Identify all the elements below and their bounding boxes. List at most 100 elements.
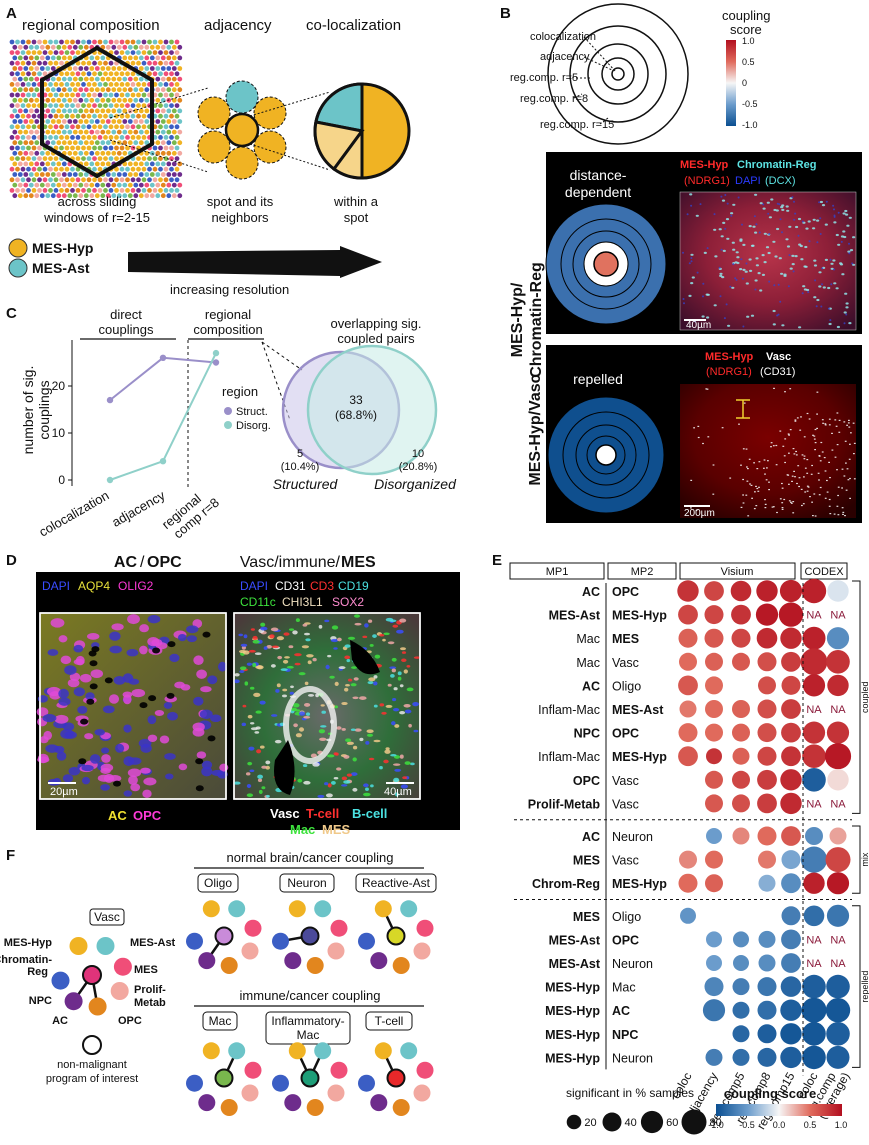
- vessel-fragment: [763, 459, 766, 461]
- dot: [678, 628, 698, 648]
- spot: [122, 150, 128, 156]
- spot: [53, 60, 59, 66]
- nucleus: [819, 233, 822, 235]
- program-node: [288, 1042, 306, 1060]
- cell: [293, 723, 298, 728]
- cell: [270, 627, 279, 632]
- spot: [105, 161, 111, 167]
- dot: [731, 628, 751, 648]
- cell: [385, 617, 394, 622]
- spot: [122, 182, 128, 188]
- nucleus: [720, 195, 723, 198]
- cell: [341, 776, 348, 781]
- spot: [114, 166, 119, 172]
- spot: [31, 71, 37, 77]
- cell: [260, 622, 266, 627]
- vessel-fragment: [789, 388, 792, 390]
- spot: [17, 97, 23, 103]
- vessel-fragment: [771, 506, 774, 508]
- nucleus: [690, 260, 693, 263]
- venn-right-count: 10: [412, 448, 424, 460]
- cell: [359, 696, 367, 700]
- row2-vessels: [690, 387, 856, 517]
- cell: [248, 746, 255, 751]
- spot: [56, 140, 62, 146]
- row-label-mp2: Neuron: [612, 957, 653, 971]
- spot: [171, 119, 177, 124]
- dot: [781, 873, 801, 894]
- cell: [282, 659, 289, 664]
- center-node-reactive-ast: [386, 926, 406, 946]
- cell: [345, 738, 352, 743]
- dot: [705, 874, 723, 893]
- spot: [94, 193, 100, 199]
- vessel-fragment: [824, 497, 827, 499]
- cell: [401, 658, 407, 662]
- spot: [20, 39, 26, 45]
- cell: [347, 636, 356, 640]
- row-label-mp1: AC: [582, 830, 600, 844]
- dot: [680, 907, 696, 924]
- dot: [826, 1022, 850, 1046]
- spot: [122, 172, 128, 177]
- nucleus: [848, 252, 851, 255]
- vessel-fragment: [788, 500, 791, 502]
- dot: [706, 748, 722, 765]
- spot: [72, 140, 78, 146]
- cell: [774, 255, 778, 258]
- vessel-fragment: [783, 455, 786, 457]
- spot: [149, 161, 155, 167]
- vessel-fragment: [763, 467, 765, 469]
- spot: [86, 135, 92, 140]
- cell: [722, 221, 726, 224]
- vessel-fragment: [754, 491, 756, 493]
- vessel-fragment: [773, 387, 775, 389]
- void: [104, 677, 113, 684]
- cell: [86, 632, 100, 640]
- vessel-fragment: [793, 470, 795, 472]
- dot: [732, 770, 750, 789]
- vessel-fragment: [813, 493, 816, 495]
- cell: [276, 636, 285, 641]
- dot: [733, 955, 749, 971]
- legend-title: region: [222, 384, 258, 399]
- cell: [307, 694, 315, 697]
- box-tcell: [365, 1011, 413, 1031]
- spot: [94, 150, 100, 156]
- program-node: [202, 1042, 220, 1060]
- nucleus: [807, 291, 810, 294]
- group-bracket: [852, 580, 861, 814]
- cell: [842, 230, 846, 233]
- nucleus: [725, 303, 728, 306]
- cell: [248, 649, 256, 653]
- node-prolif: Prolif-: [134, 984, 166, 996]
- score-legend-title: coupling score: [724, 1086, 816, 1101]
- nucleus: [724, 227, 727, 230]
- cell: [320, 725, 327, 728]
- cell: [714, 255, 718, 258]
- spot: [20, 50, 26, 55]
- ring-label-r8: reg.comp. r=8: [520, 93, 588, 105]
- row-label-mp1: OPC: [573, 774, 600, 788]
- dot: [779, 579, 803, 603]
- cell: [343, 780, 351, 784]
- cell: [336, 637, 342, 642]
- nucleus: [767, 212, 770, 215]
- program-node: [284, 952, 302, 970]
- spot: [103, 113, 108, 119]
- cell: [785, 238, 789, 241]
- spot: [103, 145, 108, 151]
- cell: [387, 683, 392, 687]
- spot: [97, 113, 103, 119]
- cell: [260, 626, 268, 631]
- caption-3a: within a: [333, 194, 379, 209]
- spot: [108, 113, 114, 119]
- spot: [105, 87, 111, 93]
- spot: [166, 161, 172, 167]
- cell: [294, 662, 301, 666]
- vessel-fragment: [788, 483, 790, 485]
- dot: [732, 723, 750, 742]
- spot: [155, 108, 161, 114]
- spot: [81, 113, 86, 119]
- row1-img-ndrg1: (NDRG1): [684, 175, 730, 187]
